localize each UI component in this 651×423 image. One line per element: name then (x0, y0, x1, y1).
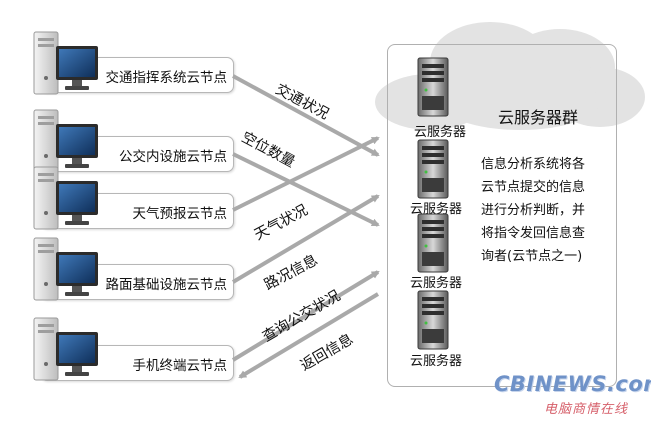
server-icon (417, 290, 449, 350)
watermark-brand: CBINEWS.com (494, 372, 651, 396)
server-icon (417, 57, 449, 117)
server-icon (417, 213, 449, 273)
node-label: 路面基础设施云节点 (105, 277, 228, 293)
server-label: 云服务器 (410, 202, 463, 217)
arrow-vacancy (232, 152, 380, 227)
server-label: 云服务器 (410, 276, 463, 291)
desktop-computer-icon (33, 317, 98, 381)
desktop-computer-icon (33, 237, 98, 301)
server-label: 云服务器 (410, 354, 463, 369)
server-label: 云服务器 (414, 125, 467, 140)
arrow-traffic-status (232, 74, 380, 157)
watermark-logo: CBINEWS.com 电脑商情在线 (494, 372, 651, 420)
arrow-query-bus (231, 270, 380, 362)
node-label: 交通指挥系统云节点 (105, 70, 228, 86)
cloud-shape (375, 22, 645, 130)
node-label: 天气预报云节点 (132, 206, 228, 222)
cluster-title: 云服务器群 (498, 108, 579, 127)
description-line: 信息分析系统将各 (481, 157, 586, 172)
server-icon (417, 139, 449, 199)
arrow-weather (232, 136, 380, 212)
description-line: 进行分析判断，并 (481, 203, 586, 218)
desktop-computer-icon (33, 166, 98, 230)
arrow-road-info (231, 194, 380, 284)
arrow-return-info (238, 292, 380, 379)
server-cluster-box (387, 44, 617, 387)
description-line: 云节点提交的信息 (481, 180, 586, 195)
desktop-computer-icon (33, 109, 98, 173)
description-line: 询者(云节点之一) (481, 249, 583, 264)
watermark-chinese: 电脑商情在线 (544, 402, 629, 417)
cluster-description: 信息分析系统将各 云节点提交的信息 进行分析判断，并 将指令发回信息查 询者(云… (481, 153, 611, 268)
node-label: 手机终端云节点 (132, 358, 228, 374)
desktop-computer-icon (33, 31, 98, 95)
node-label: 公交内设施云节点 (119, 149, 227, 165)
description-line: 将指令发回信息查 (481, 226, 586, 241)
